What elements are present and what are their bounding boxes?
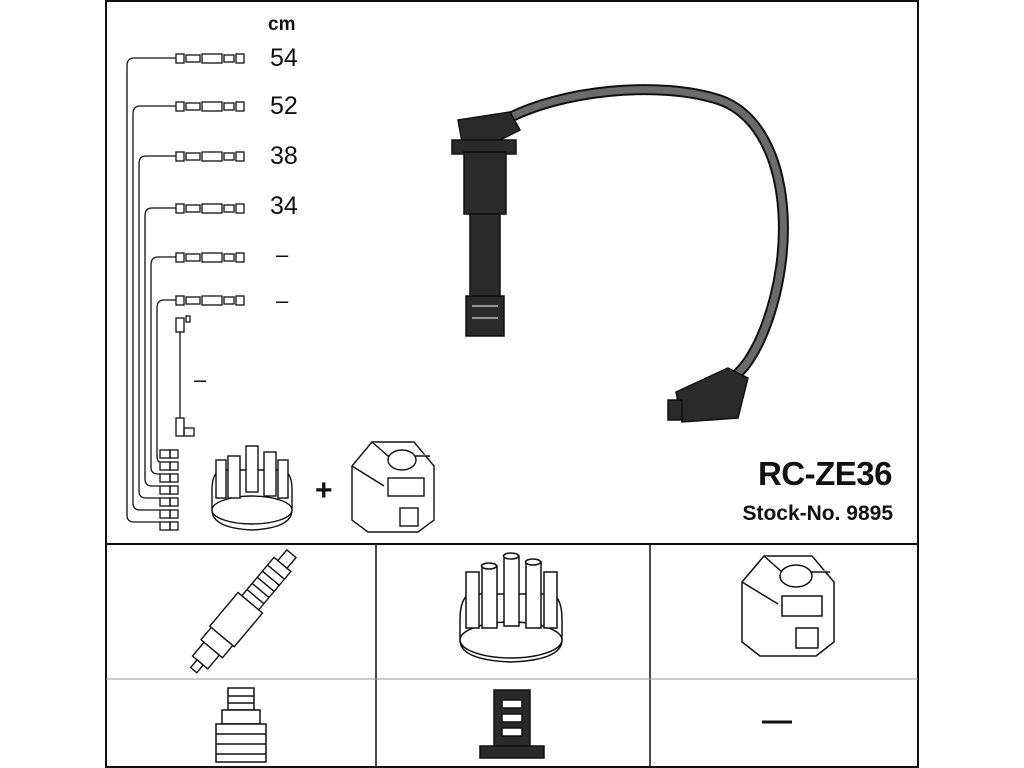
coil-boot (667, 367, 749, 423)
ignition-coil-large-icon (741, 555, 835, 657)
ignition-cable-drawing (451, 84, 789, 423)
empty-cell-dash: — (762, 704, 792, 737)
distributor-cap-icon (211, 445, 293, 531)
plug-connector-icon (215, 687, 267, 763)
spark-plug-icon (189, 548, 298, 674)
coil-wire-length: – (194, 367, 207, 392)
unit-label: cm (268, 14, 296, 35)
wire-length-6: – (276, 288, 289, 313)
ignition-coil-icon (351, 441, 435, 533)
spark-plug-boot (451, 111, 522, 337)
parts-grid-border (105, 543, 919, 768)
wire-length-4: 34 (270, 192, 298, 220)
wire-length-2: 52 (270, 92, 298, 120)
wire-length-1: 54 (270, 44, 298, 72)
wire-length-3: 38 (270, 142, 298, 170)
wire-length-5: – (276, 242, 289, 267)
model-number: RC-ZE36 (757, 455, 893, 492)
trunk-terminals (159, 449, 179, 531)
cap-terminal-icon (479, 689, 545, 759)
plus-sign: + (315, 474, 333, 507)
stock-number: Stock-No. 9895 (742, 502, 893, 525)
coil-lead (175, 315, 195, 437)
lead-connectors (175, 53, 245, 306)
wire-set-schematic (126, 53, 245, 531)
distributor-cap-large-icon (459, 552, 563, 663)
